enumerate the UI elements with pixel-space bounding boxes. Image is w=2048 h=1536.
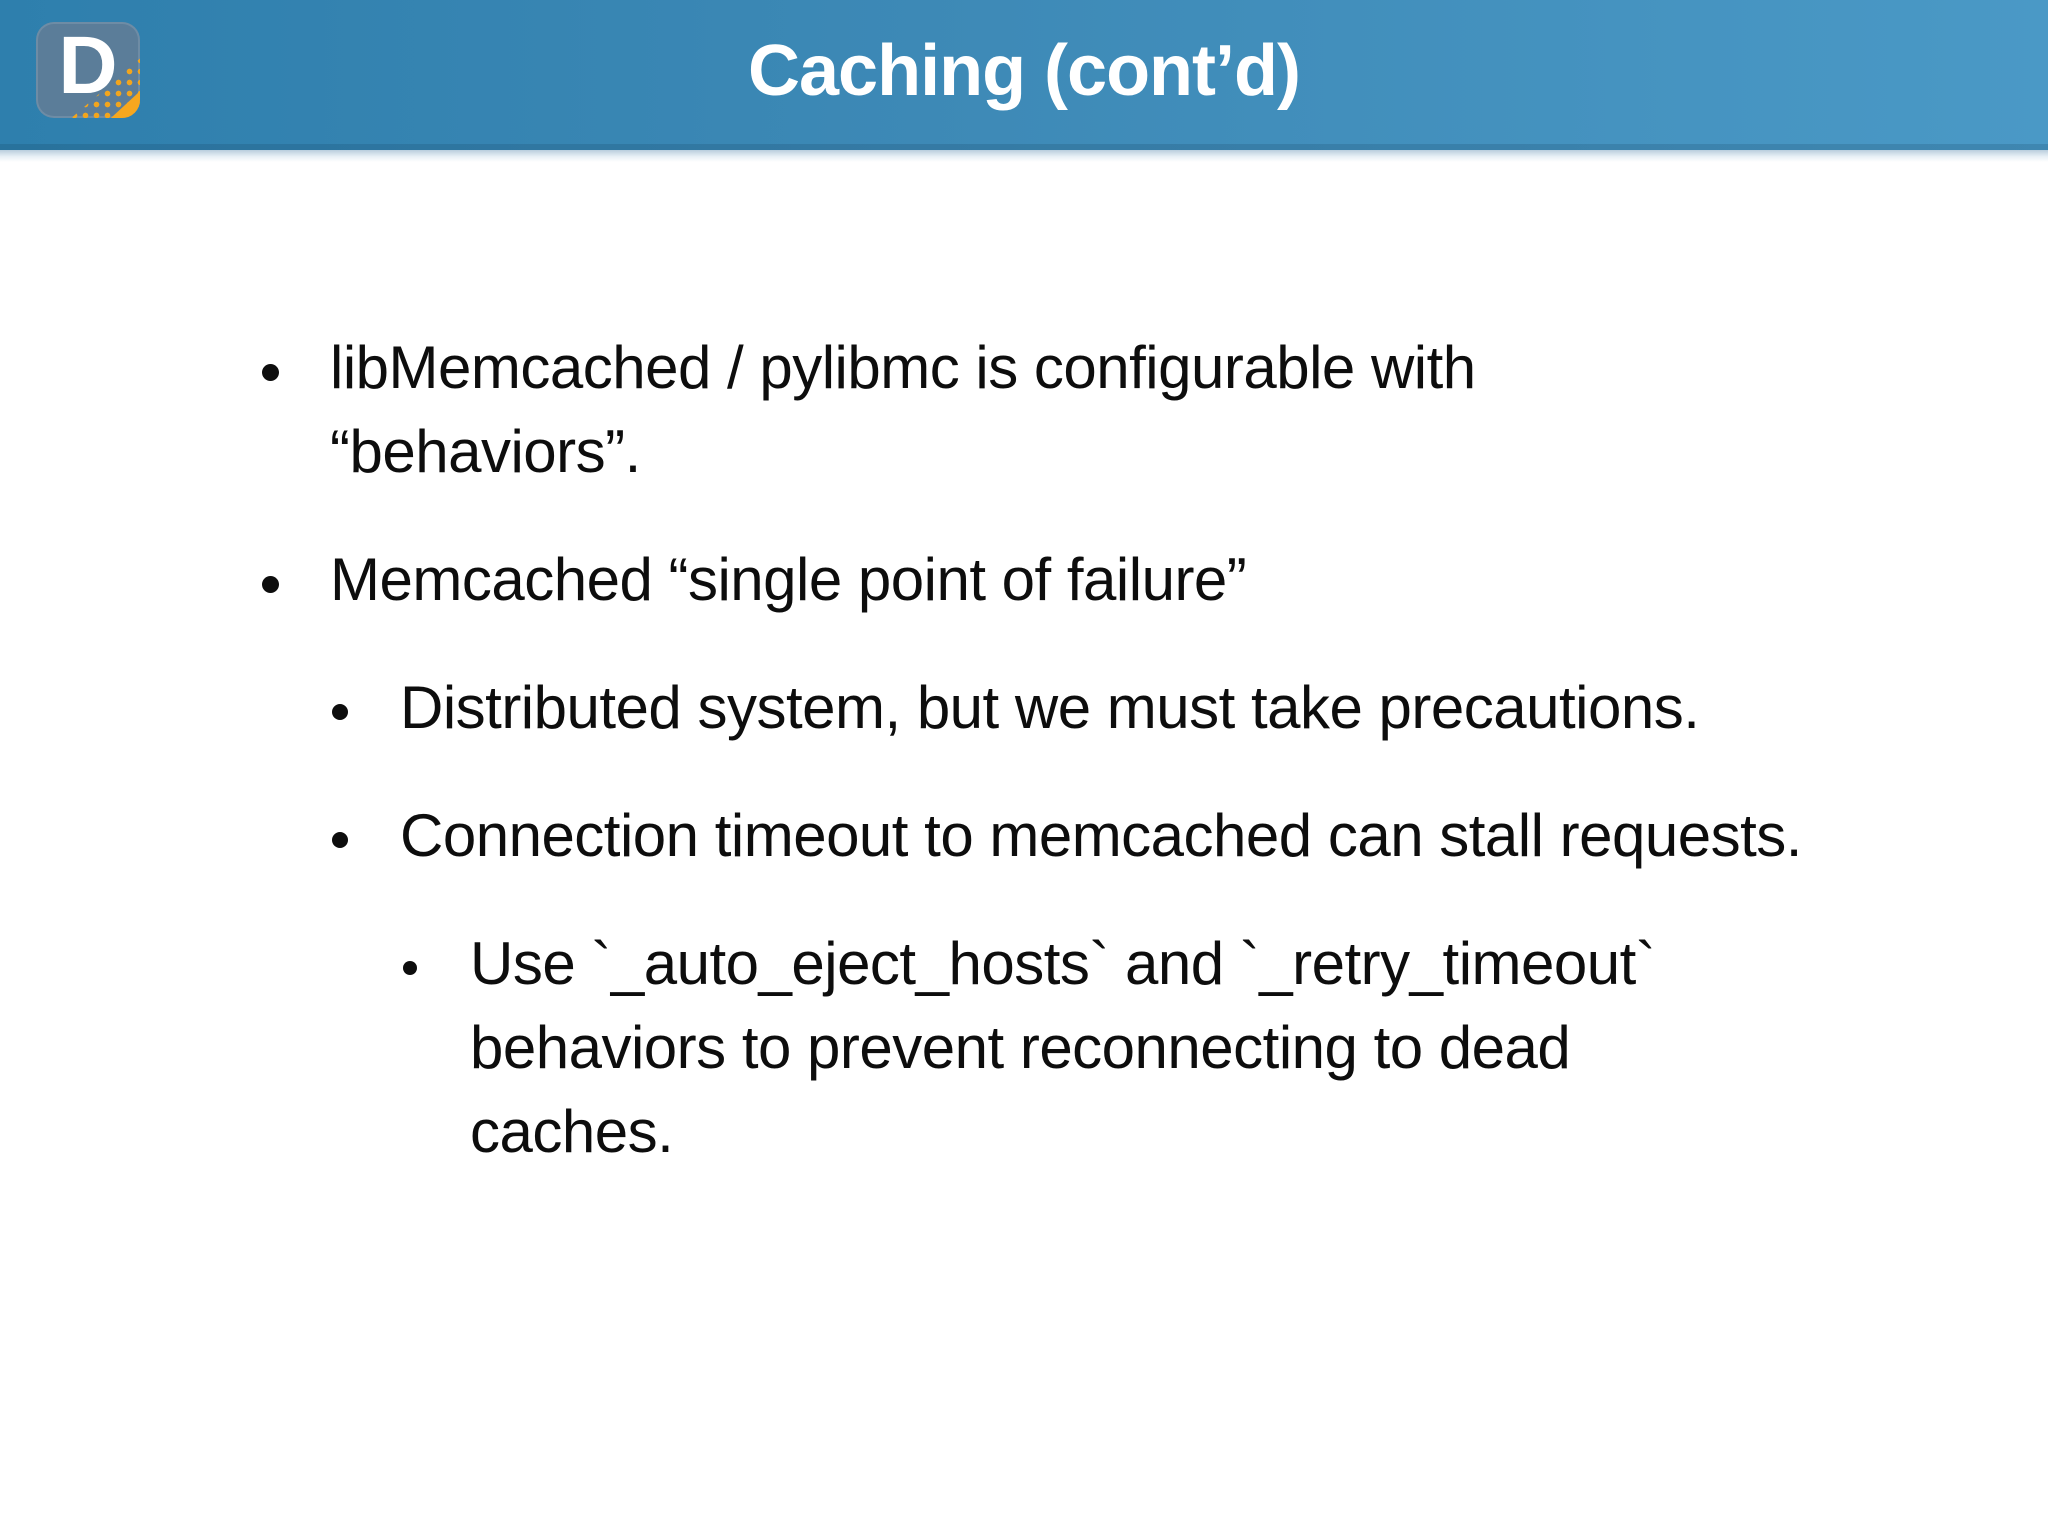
slide-header: D Caching (cont’d) — [0, 0, 2048, 150]
header-divider — [0, 150, 2048, 162]
bullet-dot-icon — [403, 961, 417, 975]
bullet-list: libMemcached / pylibmc is configurable w… — [0, 162, 2048, 1174]
bullet-dot-icon — [332, 832, 348, 848]
bullet-text: Use `_auto_eject_hosts` and `_retry_time… — [470, 930, 1656, 1165]
disqus-logo: D — [36, 22, 140, 118]
bullet-dot-icon — [262, 576, 279, 593]
slide-body: libMemcached / pylibmc is configurable w… — [0, 162, 2048, 1174]
slide-title: Caching (cont’d) — [748, 31, 1301, 111]
bullet-text: Connection timeout to memcached can stal… — [400, 802, 1802, 869]
bullet-item-2: Memcached “single point of failure” — [0, 538, 2048, 622]
bullet-item-4: Connection timeout to memcached can stal… — [0, 794, 2048, 878]
bullet-item-3: Distributed system, but we must take pre… — [0, 666, 2048, 750]
bullet-text: Memcached “single point of failure” — [330, 546, 1247, 613]
bullet-item-5: Use `_auto_eject_hosts` and `_retry_time… — [0, 922, 2048, 1174]
bullet-text: Distributed system, but we must take pre… — [400, 674, 1700, 741]
bullet-dot-icon — [262, 364, 279, 381]
logo-letter: D — [58, 22, 118, 111]
bullet-text: libMemcached / pylibmc is configurable w… — [330, 334, 1476, 485]
bullet-item-1: libMemcached / pylibmc is configurable w… — [0, 326, 2048, 494]
bullet-dot-icon — [332, 704, 348, 720]
